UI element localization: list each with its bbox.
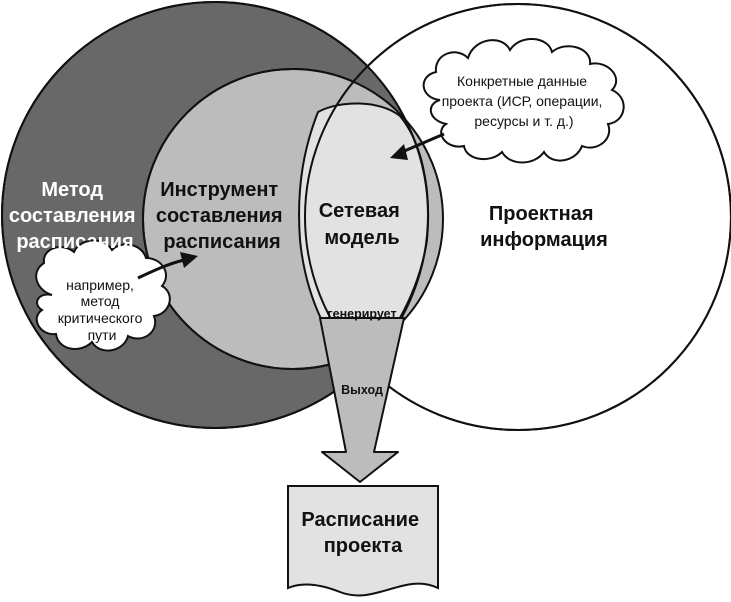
schedule-document [287,485,439,597]
concrete-data-line: ресурсы и т. д.) [474,113,573,129]
tool-label-line: составления [156,205,283,227]
concrete-data-line: Конкретные данные [457,73,587,89]
network-model-label-line: Сетевая [319,200,400,222]
method-label-line: расписания [16,231,133,253]
example-method-cloud [35,239,171,352]
concrete-data-pointer-head [390,144,408,160]
method-label-line: составления [9,205,136,227]
example-method-pointer [137,258,185,280]
example-method-line: критического [58,310,143,326]
project-info-label-line: информация [480,229,608,251]
project-info-circle-outline [304,3,731,431]
example-method-text: например, метод критического пути [58,277,147,343]
method-label-line: Метод [41,179,103,201]
project-info-label-line: Проектная [489,203,594,225]
schedule-label-line: проекта [324,535,403,557]
output-label: Выход [341,383,383,397]
network-model-label: Сетевая модель [319,200,406,249]
concrete-data-line: проекта (ИСР, операции, [442,93,603,109]
tool-label: Инструмент составления расписания [156,179,288,253]
example-method-line: например, [66,277,134,293]
concrete-data-text: Конкретные данные проекта (ИСР, операции… [442,73,607,129]
example-method-line: пути [88,327,117,343]
method-label: Метод составления расписания [9,179,141,253]
schedule-label: Расписание проекта [301,509,424,557]
concrete-data-cloud [422,38,625,164]
example-method-pointer-head [180,252,198,268]
network-model-label-line: модель [324,227,399,249]
tool-label-line: Инструмент [160,179,278,201]
generates-label: генерирует [327,307,396,321]
method-circle-outline [1,1,429,429]
tool-label-line: расписания [163,231,280,253]
schedule-label-line: Расписание [301,509,419,531]
example-method-line: метод [81,293,120,309]
tool-circle-outline [142,68,444,370]
project-info-label: Проектная информация [480,203,608,251]
output-arrow [319,317,405,483]
